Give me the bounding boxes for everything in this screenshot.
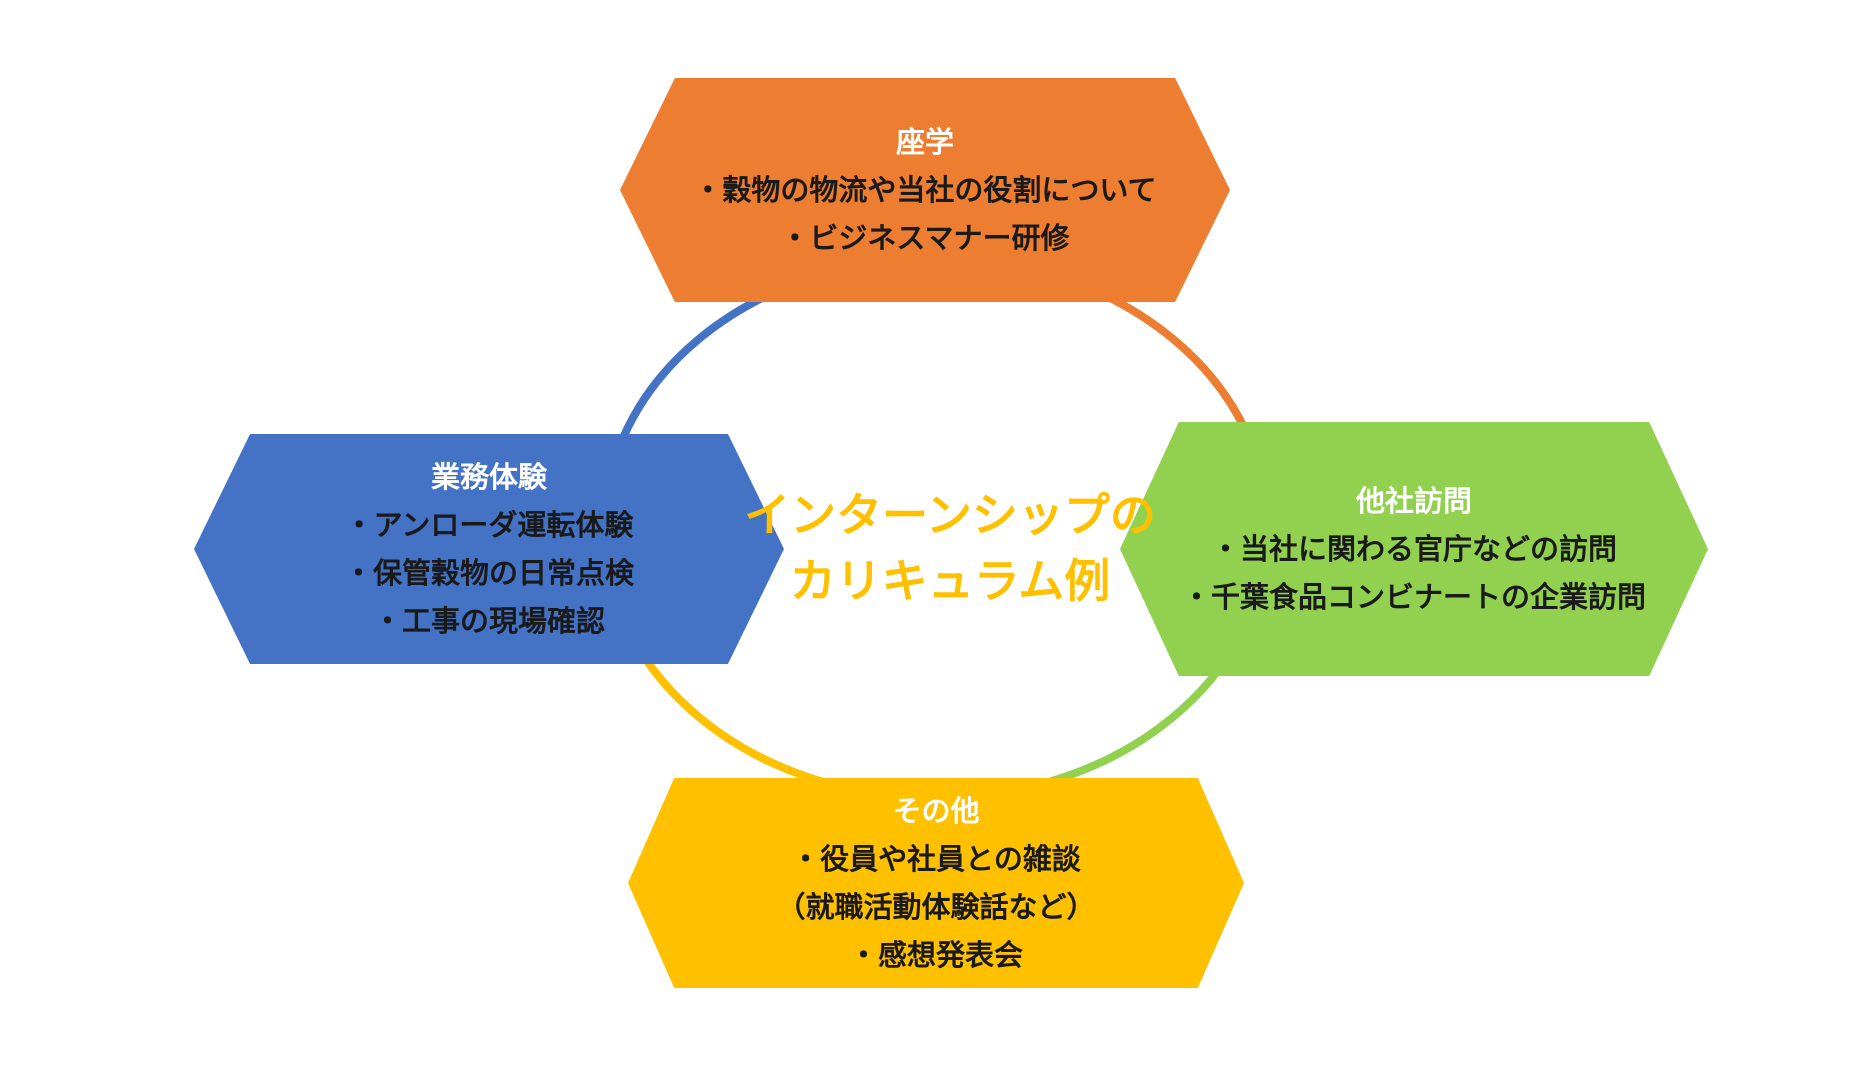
hexagon-item: ・千葉食品コンビナートの企業訪問	[1181, 580, 1646, 614]
hexagon-zagaku: 座学 ・穀物の物流や当社の役割について ・ビジネスマナー研修	[620, 78, 1230, 302]
hexagon-sonota: その他 ・役員や社員との雑談 （就職活動体験話など） ・感想発表会	[628, 778, 1244, 988]
center-title-line: カリキュラム例	[789, 554, 1111, 608]
hexagon-item: ・ビジネスマナー研修	[780, 221, 1070, 255]
hexagon-item: ・工事の現場確認	[372, 604, 605, 638]
hexagon-gyoumu-taiken: 業務体験 ・アンローダ運転体験 ・保管穀物の日常点検 ・工事の現場確認	[194, 434, 784, 664]
hexagon-tasha-houmon: 他社訪問 ・当社に関わる官庁などの訪問 ・千葉食品コンビナートの企業訪問	[1120, 422, 1708, 676]
center-title: インターンシップの カリキュラム例	[700, 482, 1200, 614]
hexagon-title: 他社訪問	[1355, 484, 1472, 518]
hexagon-title: 座学	[895, 125, 954, 159]
hexagon-title: 業務体験	[430, 460, 547, 494]
hexagon-item: ・穀物の物流や当社の役割について	[693, 173, 1157, 207]
center-title-line: インターンシップの	[744, 488, 1156, 542]
hexagon-item: ・アンローダ運転体験	[344, 508, 634, 542]
hexagon-item: （就職活動体験話など）	[776, 890, 1096, 924]
hexagon-item: ・役員や社員との雑談	[791, 842, 1081, 876]
hexagon-item: ・当社に関わる官庁などの訪問	[1210, 532, 1617, 566]
hexagon-item: ・保管穀物の日常点検	[343, 556, 634, 590]
hexagon-title: その他	[892, 794, 980, 828]
hexagon-item: ・感想発表会	[848, 938, 1023, 972]
